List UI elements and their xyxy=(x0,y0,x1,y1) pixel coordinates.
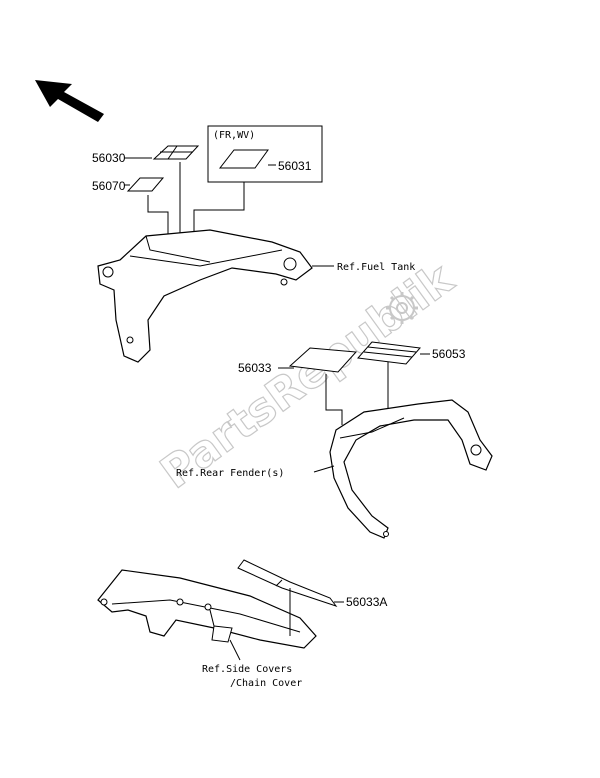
variant-box-label: (FR,WV) xyxy=(213,130,255,141)
decal-56030 xyxy=(152,145,200,160)
part-number-56053: 56053 xyxy=(432,347,466,361)
ref-fuel-tank: Ref.Fuel Tank xyxy=(337,262,415,273)
decal-56070 xyxy=(126,177,165,192)
variant-box: (FR,WV) xyxy=(207,125,323,183)
decal-56053 xyxy=(357,341,421,365)
decal-56033 xyxy=(288,347,358,373)
part-number-56030: 56030 xyxy=(92,151,126,165)
ref-side-covers-line1: Ref.Side Covers xyxy=(202,664,292,675)
gear-icon xyxy=(386,292,418,324)
ref-rear-fender: Ref.Rear Fender(s) xyxy=(176,468,284,479)
rear-fender xyxy=(313,399,493,539)
decal-56031 xyxy=(218,149,269,169)
chain-cover xyxy=(97,569,317,649)
watermark: PartsRepublik xyxy=(151,252,464,500)
fuel-tank-cover xyxy=(97,229,334,363)
front-direction-arrow-icon xyxy=(35,80,104,122)
part-number-56070: 56070 xyxy=(92,179,126,193)
part-number-56033: 56033 xyxy=(238,361,272,375)
ref-side-covers-line2: /Chain Cover xyxy=(230,678,302,689)
leaders-bottom xyxy=(229,639,241,661)
decal-56033A xyxy=(237,559,344,636)
watermark-text: PartsRepublik xyxy=(151,253,463,499)
part-number-56033A: 56033A xyxy=(346,595,387,609)
part-number-56031: 56031 xyxy=(278,159,312,173)
